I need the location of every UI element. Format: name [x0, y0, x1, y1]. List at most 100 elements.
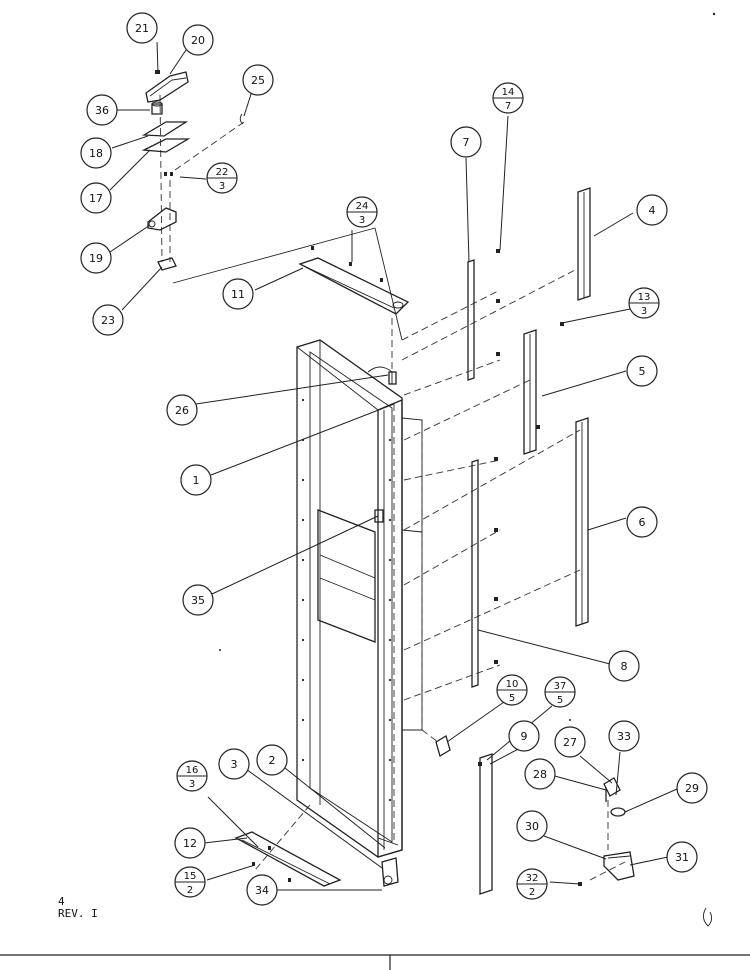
callout-bubble [450, 126, 482, 158]
callout-bubble [508, 720, 540, 752]
callout-25: 25 [242, 64, 274, 96]
callout-35: 35 [182, 584, 214, 616]
callout-12: 12 [174, 827, 206, 859]
page-number: 4 [58, 895, 65, 908]
part-quantity: 2 [187, 885, 193, 896]
callout-number: 18 [89, 147, 103, 160]
callout-23: 23 [92, 304, 124, 336]
callout-number: 36 [95, 104, 109, 117]
callout-bubble [218, 748, 250, 780]
callout-26: 26 [166, 394, 198, 426]
callout-33: 33 [608, 720, 640, 752]
mounting-strips [467, 249, 564, 766]
part-quantity: 3 [219, 181, 225, 192]
fraction-callout-32-2: 322 [516, 868, 548, 900]
part-number: 16 [186, 765, 199, 776]
callout-number: 2 [269, 754, 276, 767]
bushing [151, 103, 163, 115]
callout-bubble [126, 12, 158, 44]
callout-20: 20 [182, 24, 214, 56]
callout-number: 34 [255, 884, 269, 897]
callout-bubble [80, 242, 112, 274]
part-number: 14 [502, 87, 515, 98]
part-number: 32 [526, 873, 539, 884]
callout-bubble [166, 394, 198, 426]
plate-23 [157, 257, 177, 271]
callout-bubble [80, 182, 112, 214]
callout-8: 8 [608, 650, 640, 682]
callout-4: 4 [636, 194, 668, 226]
callout-number: 5 [639, 365, 646, 378]
callout-bubble [524, 758, 556, 790]
callout-number: 29 [685, 782, 699, 795]
part-quantity: 7 [505, 101, 511, 112]
page-border [0, 954, 750, 970]
perspective-outline [172, 227, 403, 341]
callout-number: 31 [675, 851, 689, 864]
part-quantity: 3 [189, 779, 195, 790]
callout-17: 17 [80, 182, 112, 214]
callout-number: 28 [533, 768, 547, 781]
callout-number: 8 [621, 660, 628, 673]
revision-note: 4 REV. I [58, 896, 98, 920]
callout-27: 27 [554, 726, 586, 758]
callout-5: 5 [626, 355, 658, 387]
callout-number: 30 [525, 820, 539, 833]
bottom-hinge-assembly [578, 777, 635, 886]
part-quantity: 3 [359, 215, 365, 226]
fraction-callout-22-3: 223 [206, 162, 238, 194]
callout-number: 21 [135, 22, 149, 35]
door-rails [523, 187, 591, 627]
callout-bubble [608, 650, 640, 682]
shim-18 [141, 121, 189, 137]
callout-number: 4 [649, 204, 656, 217]
frame-holes [301, 398, 392, 802]
callout-bubble [80, 137, 112, 169]
callout-30: 30 [516, 810, 548, 842]
callout-number: 26 [175, 404, 189, 417]
callout-9: 9 [508, 720, 540, 752]
top-bracket [298, 246, 410, 315]
callout-number: 35 [191, 594, 205, 607]
callout-number: 19 [89, 252, 103, 265]
callout-bubble [180, 464, 212, 496]
callout-number: 3 [231, 758, 238, 771]
fraction-callout-15-2: 152 [174, 866, 206, 898]
part-number: 37 [554, 681, 567, 692]
fraction-callout-24-3: 243 [346, 196, 378, 228]
callout-bubble [182, 584, 214, 616]
callout-7: 7 [450, 126, 482, 158]
callout-bubble [86, 94, 118, 126]
callout-11: 11 [222, 278, 254, 310]
fraction-callout-13-3: 133 [628, 287, 660, 319]
callout-6: 6 [626, 506, 658, 538]
door-frame [296, 339, 423, 887]
fraction-callout-16-3: 163 [176, 760, 208, 792]
callout-bubble [554, 726, 586, 758]
part-quantity: 2 [529, 887, 535, 898]
part-number: 22 [216, 167, 229, 178]
callout-number: 23 [101, 314, 115, 327]
callout-bubble [626, 355, 658, 387]
callout-number: 11 [231, 288, 245, 301]
callout-number: 1 [193, 474, 200, 487]
callout-bubble [636, 194, 668, 226]
fraction-callout-14-7: 147 [492, 82, 524, 114]
callout-number: 12 [183, 837, 197, 850]
part-quantity: 5 [557, 695, 563, 706]
hinge-cover [145, 71, 189, 103]
callout-bubble [182, 24, 214, 56]
callout-bubble [676, 772, 708, 804]
callout-1: 1 [180, 464, 212, 496]
callout-bubble [246, 874, 278, 906]
callout-21: 21 [126, 12, 158, 44]
stray-marks [219, 12, 716, 927]
callout-29: 29 [676, 772, 708, 804]
callout-number: 7 [463, 136, 470, 149]
part-number: 13 [638, 292, 651, 303]
part-quantity: 5 [509, 693, 515, 704]
callout-3: 3 [218, 748, 250, 780]
callout-number: 25 [251, 74, 265, 87]
